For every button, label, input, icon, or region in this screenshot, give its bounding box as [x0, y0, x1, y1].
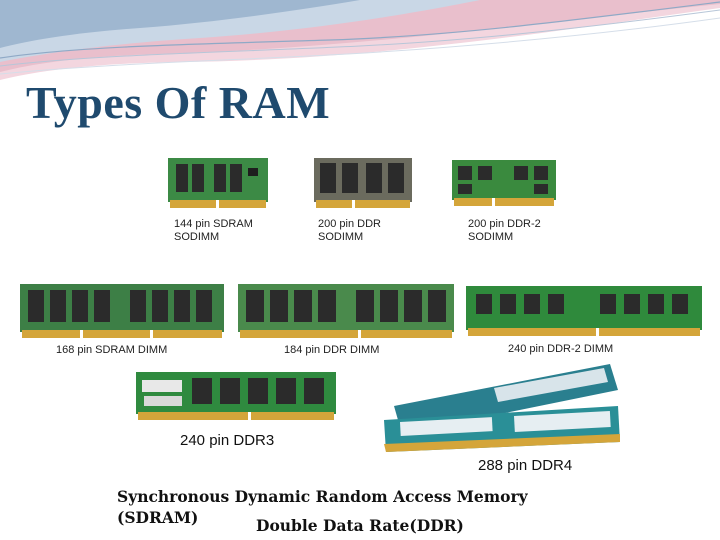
sdram-abbreviation: (SDRAM): [117, 508, 199, 527]
caption-200-pin-ddr2-sodimm: 200 pin DDR-2 SODIMM: [468, 218, 541, 243]
module-200-pin-ddr2-sodimm: [452, 160, 556, 208]
ram-stick-image: [168, 158, 268, 209]
ram-stick-image: [384, 364, 620, 452]
ddr-full-name: Double Data Rate(DDR): [256, 516, 464, 535]
caption-144-pin-sdram-sodimm: 144 pin SDRAM SODIMM: [174, 218, 253, 243]
ram-stick-image: [314, 158, 412, 209]
module-240-pin-ddr3: [136, 372, 336, 422]
module-144-pin-sdram-sodimm: [168, 158, 268, 210]
module-168-pin-sdram-dimm: [20, 284, 224, 340]
caption-240-pin-ddr3: 240 pin DDR3: [180, 432, 275, 449]
module-240-pin-ddr2-dimm: [466, 286, 702, 338]
module-288-pin-ddr4: [384, 364, 624, 452]
module-184-pin-ddr-dimm: [238, 284, 454, 340]
ram-stick-image: [466, 286, 702, 337]
ram-stick-image: [20, 284, 224, 339]
caption-200-pin-ddr-sodimm: 200 pin DDR SODIMM: [318, 218, 381, 243]
ram-stick-image: [136, 372, 336, 421]
sdram-full-name: Synchronous Dynamic Random Access Memory: [117, 487, 528, 506]
caption-184-pin-ddr-dimm: 184 pin DDR DIMM: [284, 344, 380, 356]
ram-stick-image: [238, 284, 454, 339]
page-title: Types Of RAM: [26, 77, 331, 128]
caption-288-pin-ddr4: 288 pin DDR4: [478, 457, 573, 474]
header-swoosh-decoration: [0, 0, 720, 80]
module-200-pin-ddr-sodimm: [314, 158, 412, 210]
ram-stick-image: [452, 160, 556, 207]
caption-240-pin-ddr2-dimm: 240 pin DDR-2 DIMM: [508, 343, 614, 355]
caption-168-pin-sdram-dimm: 168 pin SDRAM DIMM: [56, 344, 168, 356]
